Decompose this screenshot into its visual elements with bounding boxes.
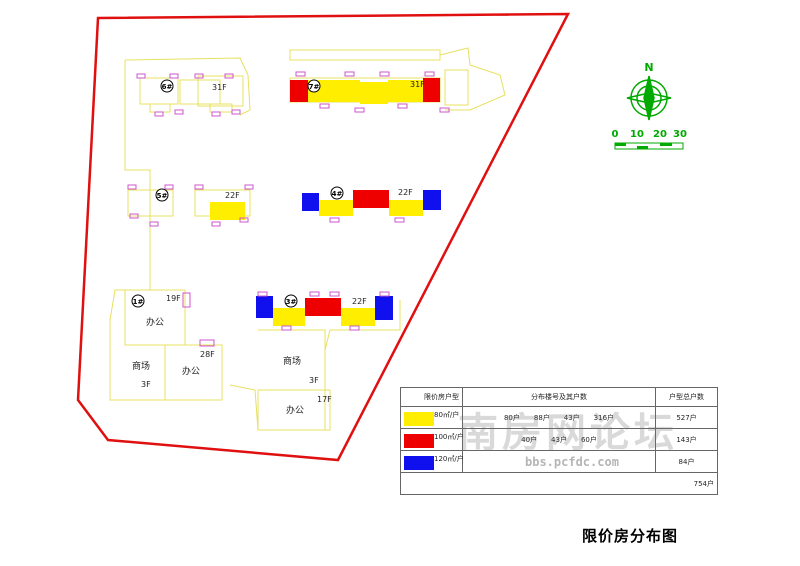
legend-type-cell: 100㎡/户 xyxy=(400,428,464,451)
legend-sum-row: 754户 xyxy=(400,472,718,495)
office-3-label: 办公 xyxy=(286,404,304,416)
building-6-balconies xyxy=(136,73,241,117)
building-5-num: 5# xyxy=(157,192,168,200)
swatch-100 xyxy=(404,433,434,448)
scale-bar xyxy=(614,142,684,150)
building-3-marker xyxy=(284,294,298,308)
legend-dist-80: 80户 88户 43户 316户 xyxy=(462,406,656,429)
shop-2-label: 商场 xyxy=(283,355,301,367)
office-1-label: 办公 xyxy=(146,316,164,328)
scale-30: 30 xyxy=(673,129,687,140)
scale-20: 20 xyxy=(653,129,667,140)
building-3 xyxy=(256,296,393,326)
building-7-marker xyxy=(307,79,321,93)
legend-table: 限价房户型 分布楼号及其户数 户型总户数 80㎡/户 80户 88户 43户 3… xyxy=(400,387,718,495)
compass-north: N xyxy=(644,61,653,74)
legend-header-dist: 分布楼号及其户数 xyxy=(462,387,656,407)
scale-0: 0 xyxy=(612,129,619,140)
building-7-floors: 31F xyxy=(410,80,425,89)
legend-total-100: 143户 xyxy=(655,428,718,451)
site-boundary xyxy=(76,12,571,462)
building-6 xyxy=(139,75,244,113)
legend-row: 120㎡/户 84户 xyxy=(400,450,718,473)
legend-total-120: 84户 xyxy=(655,450,718,473)
swatch-80 xyxy=(404,411,434,426)
building-6-floors: 31F xyxy=(212,83,227,92)
building-3-floors: 22F xyxy=(352,297,367,306)
legend-type-80: 80㎡/户 xyxy=(434,410,460,419)
page-title: 限价房分布图 xyxy=(582,527,679,545)
legend-type-cell: 120㎡/户 xyxy=(400,450,464,473)
building-4-floors: 22F xyxy=(398,188,413,197)
building-6-num: 6# xyxy=(162,83,173,91)
building-5 xyxy=(127,189,251,220)
legend-row: 80㎡/户 80户 88户 43户 316户 527户 xyxy=(400,406,718,429)
building-1-floors: 19F xyxy=(166,294,181,303)
building-4-num: 4# xyxy=(332,190,343,198)
building-5-floors: 22F xyxy=(225,191,240,200)
shop-2-floors: 3F xyxy=(309,376,319,385)
legend-sum: 754户 xyxy=(400,472,718,495)
building-5-balconies xyxy=(127,184,254,227)
building-4-marker xyxy=(330,186,344,200)
legend-total-80: 527户 xyxy=(655,406,718,429)
building-6-marker xyxy=(160,79,174,93)
scale-10: 10 xyxy=(630,129,644,140)
office-2-label: 办公 xyxy=(182,365,200,377)
building-1-num: 1# xyxy=(133,298,144,306)
building-7-balconies xyxy=(295,71,450,113)
compass xyxy=(626,75,672,121)
office-2-floors: 28F xyxy=(200,350,215,359)
legend-header-type: 限价房户型 xyxy=(400,387,463,407)
legend-header-row: 限价房户型 分布楼号及其户数 户型总户数 xyxy=(400,387,718,407)
building-3-balconies xyxy=(257,291,390,331)
building-1-balcony xyxy=(182,292,191,308)
shop-1-floors: 3F xyxy=(141,380,151,389)
shop-1-label: 商场 xyxy=(132,360,150,372)
office-2-balcony xyxy=(199,339,215,347)
building-7-num: 7# xyxy=(309,83,320,91)
legend-type-100: 100㎡/户 xyxy=(434,432,464,441)
legend-dist-100: 40户 43户 60户 xyxy=(462,428,656,451)
building-5-marker xyxy=(155,188,169,202)
building-1-marker xyxy=(131,294,145,308)
building-7 xyxy=(289,77,441,104)
legend-header-total: 户型总户数 xyxy=(655,387,718,407)
swatch-120 xyxy=(404,455,434,470)
office-3-floors: 17F xyxy=(317,395,332,404)
building-4-balconies xyxy=(329,217,405,223)
legend-type-120: 120㎡/户 xyxy=(434,454,464,463)
legend-type-cell: 80㎡/户 xyxy=(400,406,463,429)
legend-row: 100㎡/户 40户 43户 60户 143户 xyxy=(400,428,718,451)
watermark-url: bbs.pcfdc.com xyxy=(525,455,619,469)
building-4 xyxy=(302,190,441,216)
building-3-num: 3# xyxy=(286,298,297,306)
road-outline xyxy=(109,47,506,431)
